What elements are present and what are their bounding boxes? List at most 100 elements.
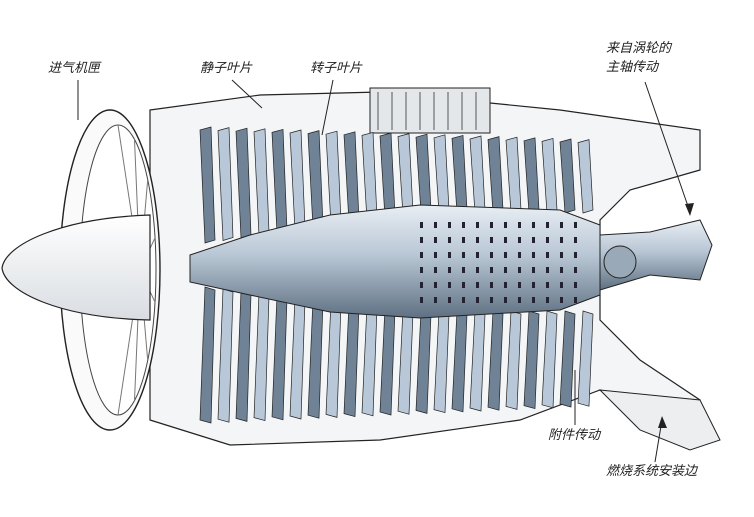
drum-slot: [546, 222, 549, 228]
drum-slot: [574, 267, 577, 273]
leader-stator-blades: [231, 79, 263, 109]
drum-slot: [462, 297, 465, 303]
blade-lower: [577, 310, 594, 407]
label-accessory-drive: 附件传动: [548, 428, 601, 443]
drum-slot: [574, 297, 577, 303]
drum-slot: [518, 282, 521, 288]
drum-slot: [420, 222, 423, 228]
drum-slot: [532, 222, 535, 228]
drum-slot: [490, 252, 493, 258]
drum-slot: [448, 237, 451, 243]
label-main-shaft-drive-line2: 主轴传动: [606, 60, 659, 75]
label-main-shaft-drive-line1: 来自涡轮的: [606, 41, 672, 56]
drum-slot: [532, 267, 535, 273]
drum-slot: [518, 222, 521, 228]
drum-slot: [560, 252, 563, 258]
drum-slot: [546, 282, 549, 288]
shaft-gear: [603, 245, 637, 279]
drum-slot: [434, 267, 437, 273]
drum-slot: [420, 267, 423, 273]
drum-slot: [476, 297, 479, 303]
drum-slot: [504, 222, 507, 228]
gearbox-ribs: [377, 92, 477, 130]
combustion-mounting-flange: [598, 389, 721, 451]
blade-upper: [199, 126, 216, 244]
drum-slot: [490, 237, 493, 243]
drum-slot: [490, 267, 493, 273]
drum-slot: [490, 222, 493, 228]
drum-slot: [476, 222, 479, 228]
drum-slot: [448, 222, 451, 228]
drum-slot: [462, 237, 465, 243]
drum-slot: [532, 252, 535, 258]
label-rotor-blades: 转子叶片: [310, 61, 363, 76]
drum-slot: [560, 222, 563, 228]
drum-slot: [434, 222, 437, 228]
blade-upper: [559, 138, 576, 214]
label-intake-casing: 进气机匣: [48, 61, 101, 76]
drum-slot: [546, 237, 549, 243]
drum-slot: [434, 237, 437, 243]
drum-slot: [546, 252, 549, 258]
label-stator-blades: 静子叶片: [200, 61, 253, 76]
drum-slot: [490, 282, 493, 288]
blade-lower: [523, 310, 540, 410]
blade-lower: [487, 310, 504, 411]
drum-slot: [574, 222, 577, 228]
drum-slot: [448, 282, 451, 288]
blade-lower: [559, 310, 576, 408]
stator-blade-rows: [199, 126, 594, 424]
drum-slot: [462, 282, 465, 288]
leader-rotor-blades: [321, 79, 334, 136]
drum-slot: [490, 297, 493, 303]
drum-slot: [574, 252, 577, 258]
drum-slot: [546, 267, 549, 273]
drum-slot: [504, 282, 507, 288]
drum-slot: [504, 237, 507, 243]
drum-slot: [504, 297, 507, 303]
drum-slot: [420, 297, 423, 303]
drum-slot: [476, 237, 479, 243]
blade-upper: [217, 127, 234, 241]
drum-slot: [532, 297, 535, 303]
drum-slot: [476, 282, 479, 288]
drum-slot: [476, 252, 479, 258]
drum-slot: [434, 252, 437, 258]
drum-slot: [532, 282, 535, 288]
drum-slot: [420, 282, 423, 288]
drum-slot: [532, 237, 535, 243]
drum-slot: [476, 267, 479, 273]
blade-lower: [217, 288, 234, 423]
drum-slot: [434, 297, 437, 303]
drum-slot: [504, 252, 507, 258]
compressor-drum: [189, 204, 601, 319]
drum-slot: [448, 267, 451, 273]
drum-slot: [518, 297, 521, 303]
drum-slot: [518, 237, 521, 243]
arrow-head-combustion-flange: [658, 416, 667, 428]
blade-lower: [505, 310, 522, 410]
drum-slot: [504, 267, 507, 273]
drum-slot: [560, 297, 563, 303]
drum-slot: [448, 252, 451, 258]
drum-slot: [518, 252, 521, 258]
leader-lines: [77, 79, 691, 463]
drum-slot: [462, 267, 465, 273]
label-combustion-mounting-flange: 燃烧系统安装边: [606, 464, 698, 479]
drum-slot: [462, 222, 465, 228]
blade-lower: [199, 286, 216, 424]
drum-slot: [462, 252, 465, 258]
drum-slot: [560, 282, 563, 288]
drum-slot: [434, 282, 437, 288]
drum-slot: [560, 237, 563, 243]
accessory-gearbox: [369, 87, 491, 134]
blade-lower: [541, 310, 558, 409]
drum-slot: [420, 252, 423, 258]
drum-slot: [574, 237, 577, 243]
drum-slot: [448, 297, 451, 303]
leader-main-shaft: [644, 81, 691, 213]
arrow-head-main-shaft: [685, 203, 694, 216]
drum-slot: [574, 282, 577, 288]
drum-slot: [560, 267, 563, 273]
